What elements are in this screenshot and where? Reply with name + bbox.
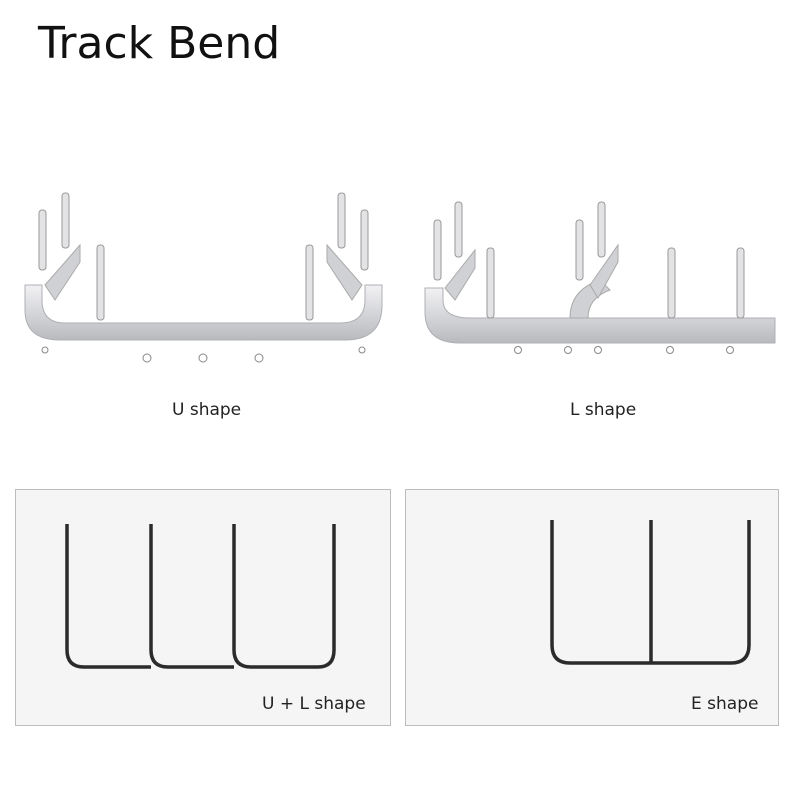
u-shape-track-image	[24, 192, 383, 363]
e-shape-panel: E shape	[405, 489, 779, 726]
page-title: Track Bend	[38, 18, 281, 69]
e-shape-label: E shape	[691, 694, 759, 714]
l-shape-track-image	[424, 201, 776, 354]
u-plus-l-shape-panel: U + L shape	[15, 489, 391, 726]
u-plus-l-shape-label: U + L shape	[262, 694, 366, 714]
track-illustrations	[24, 192, 776, 363]
u-plus-l-shape-diagram	[65, 524, 336, 669]
l-shape-label: L shape	[570, 400, 637, 420]
e-shape-diagram	[550, 520, 751, 665]
u-shape-label: U shape	[172, 400, 242, 420]
